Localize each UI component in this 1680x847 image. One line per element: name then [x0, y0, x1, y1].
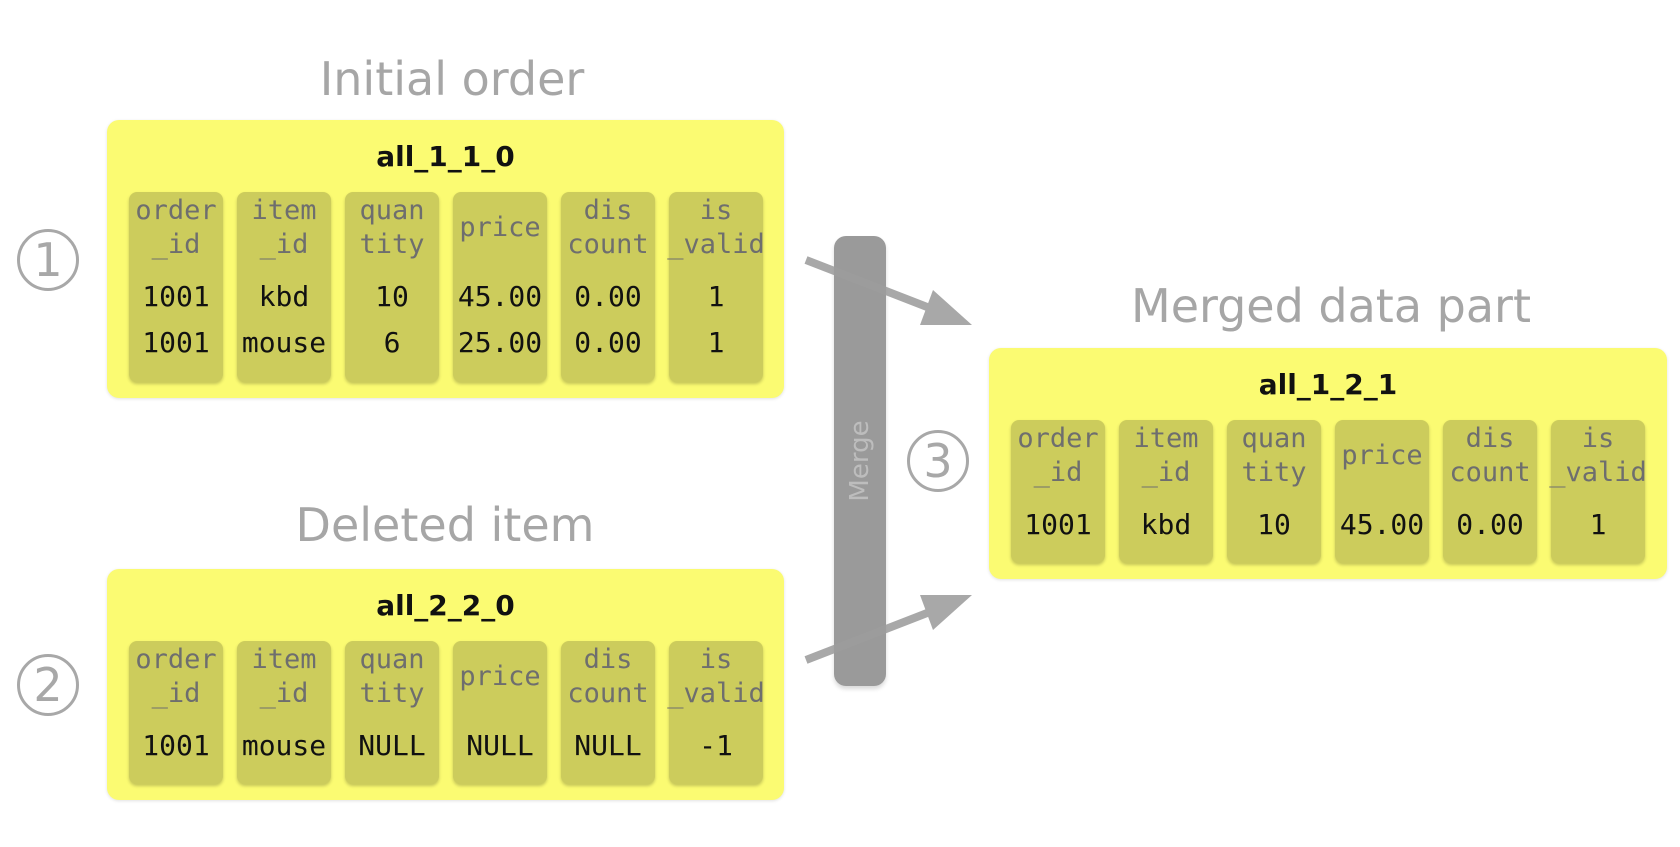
column-value: kbd [258, 280, 310, 313]
arrow-top-line [804, 256, 942, 316]
part-name-deleted: all_2_2_0 [376, 589, 515, 622]
column-value: mouse [241, 326, 327, 359]
column-merged-5: is _valid 1 [1549, 420, 1647, 563]
column-header: price [459, 661, 541, 692]
column-header: price [1341, 440, 1423, 471]
column-header: dis count [1449, 423, 1531, 488]
arrow-top-head [920, 290, 972, 325]
column-header: dis count [567, 195, 649, 260]
part-name-merged: all_1_2_1 [1258, 368, 1398, 401]
column-header: item _id [251, 195, 317, 260]
column-initial-4: dis count 0.00 0.00 [561, 192, 655, 382]
column-header: quan tity [359, 195, 425, 260]
column-value: 1001 [142, 729, 210, 762]
part-name-initial: all_1_1_0 [376, 140, 515, 173]
arrow-bottom-head [920, 595, 972, 630]
merged-part-title: Merged data part [1131, 279, 1531, 333]
column-value: 1 [707, 280, 725, 313]
column-value: 0.00 [1456, 508, 1524, 541]
column-value: 25.00 [457, 326, 543, 359]
column-value: 10 [375, 280, 409, 313]
column-header: order _id [135, 644, 217, 709]
column-merged-0: order _id 1001 [1011, 420, 1105, 563]
column-value: 45.00 [1339, 508, 1425, 541]
column-value: kbd [1140, 508, 1192, 541]
column-value: 1 [707, 326, 725, 359]
step-3-circle: 3 [907, 430, 969, 492]
deleted-item-title: Deleted item [295, 498, 595, 552]
column-value: 45.00 [457, 280, 543, 313]
column-header: is _valid [667, 644, 765, 709]
step-1-circle: 1 [17, 229, 79, 291]
column-header: dis count [567, 644, 649, 709]
column-header: order _id [135, 195, 217, 260]
column-initial-5: is _valid 1 1 [667, 192, 765, 382]
column-deleted-5: is _valid -1 [667, 641, 765, 784]
column-value: NULL [358, 729, 426, 762]
arrow-bottom-line [804, 604, 942, 664]
column-header: quan tity [359, 644, 425, 709]
column-deleted-0: order _id 1001 [129, 641, 223, 784]
column-merged-2: quan tity 10 [1227, 420, 1321, 563]
column-initial-2: quan tity 10 6 [345, 192, 439, 382]
column-initial-0: order _id 1001 1001 [129, 192, 223, 382]
column-value: NULL [466, 729, 534, 762]
merge-bar: Merge [834, 236, 886, 686]
column-value: 6 [383, 326, 401, 359]
column-header: item _id [1133, 423, 1199, 488]
column-value: 10 [1257, 508, 1291, 541]
column-value: -1 [699, 729, 733, 762]
column-value: 0.00 [574, 280, 642, 313]
column-value: 1001 [1024, 508, 1092, 541]
initial-order-title: Initial order [319, 52, 585, 106]
column-merged-3: price 45.00 [1335, 420, 1429, 563]
column-merged-4: dis count 0.00 [1443, 420, 1537, 563]
column-value: mouse [241, 729, 327, 762]
step-2-circle: 2 [17, 654, 79, 716]
column-header: is _valid [1549, 423, 1647, 488]
column-header: is _valid [667, 195, 765, 260]
column-value: 1001 [142, 326, 210, 359]
column-header: quan tity [1241, 423, 1307, 488]
column-initial-3: price 45.00 25.00 [453, 192, 547, 382]
column-value: 1 [1589, 508, 1607, 541]
column-header: item _id [251, 644, 317, 709]
column-value: NULL [574, 729, 642, 762]
column-header: order _id [1017, 423, 1099, 488]
column-value: 0.00 [574, 326, 642, 359]
column-value: 1001 [142, 280, 210, 313]
column-header: price [459, 212, 541, 243]
